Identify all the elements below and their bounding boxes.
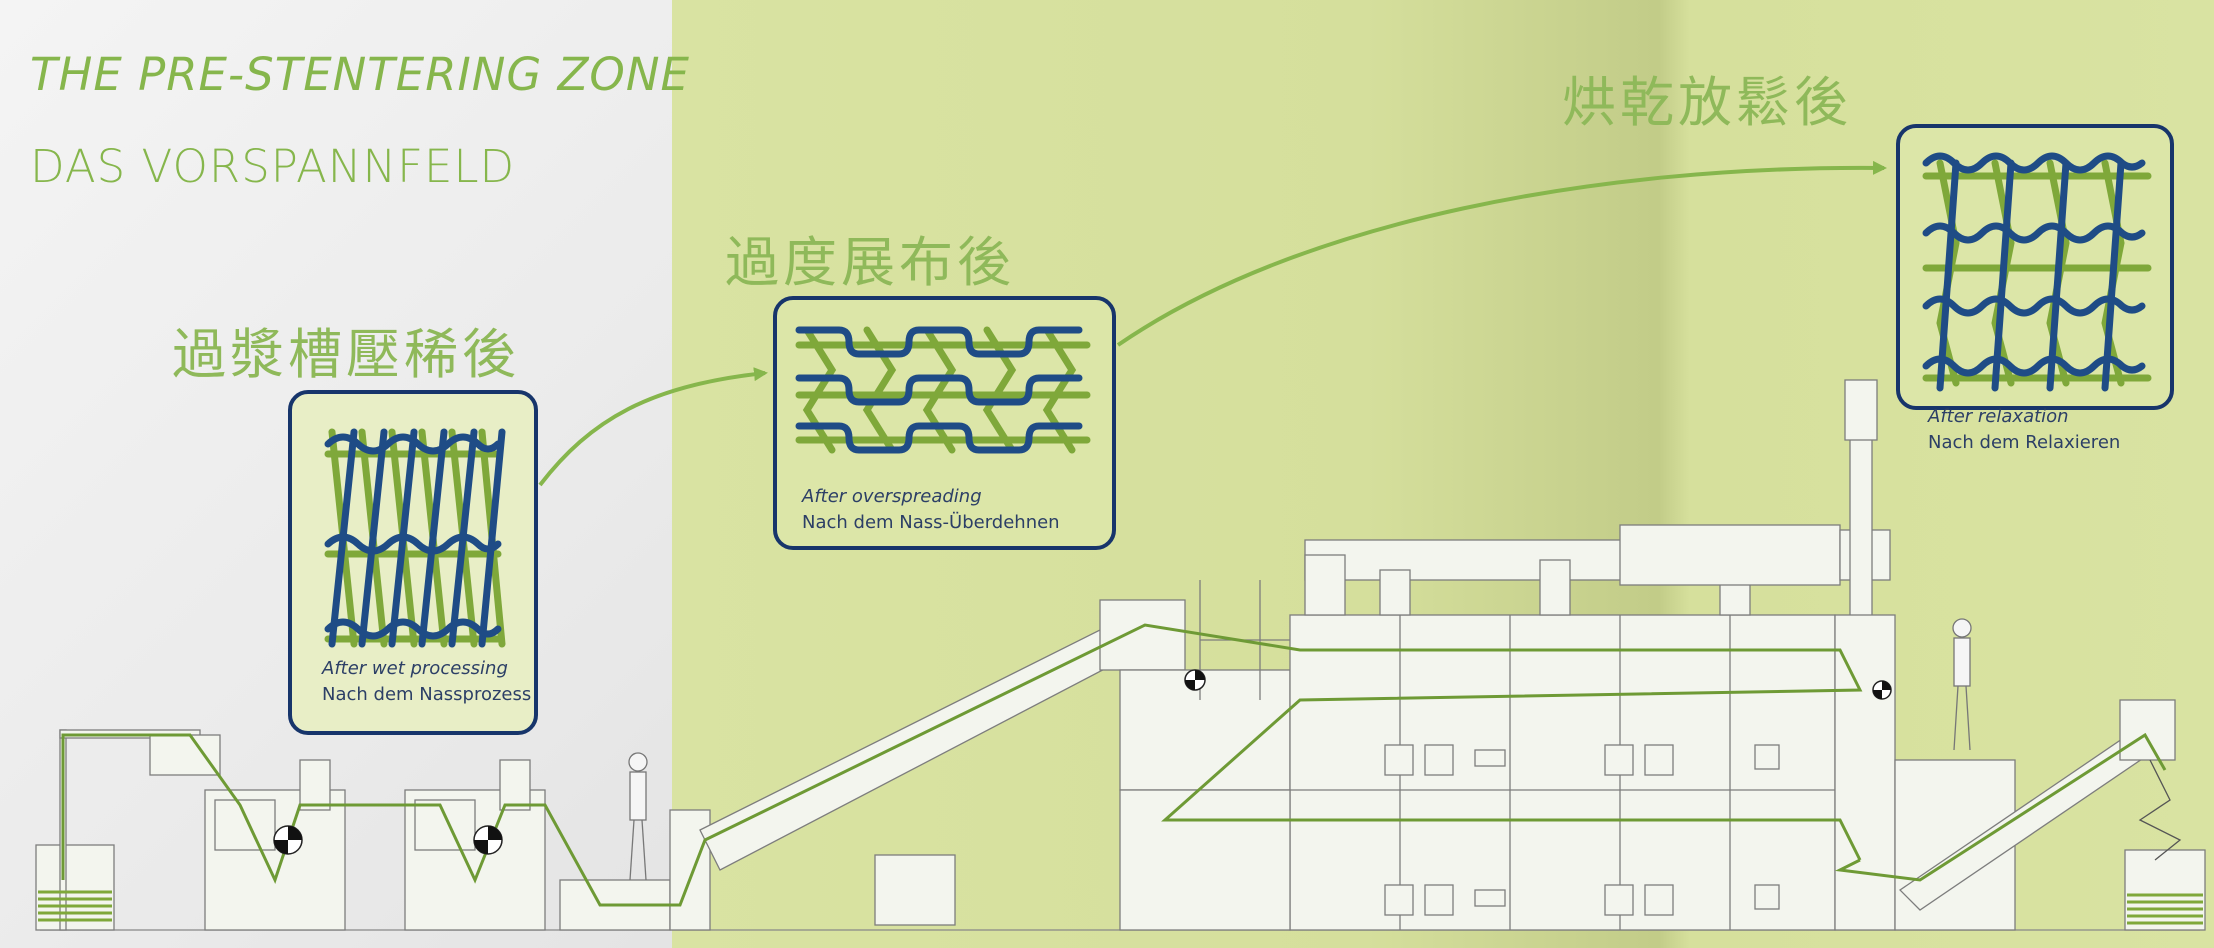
stage-3-chinese-label: 烘乾放鬆後 [1562, 71, 1852, 134]
stage-2-knit-illustration [795, 326, 1091, 454]
stage-3-caption-english: After relaxation [1928, 406, 2069, 427]
stage-1-caption: After wet processing Nach dem Nassprozes… [322, 656, 531, 708]
process-arrow-2 [1116, 160, 1887, 347]
stage-1-caption-english: After wet processing [322, 658, 508, 679]
heading-english: THE PRE-STENTERING ZONE [30, 48, 690, 101]
stage-2-caption: After overspreading Nach dem Nass-Überde… [802, 484, 1060, 536]
stage-2-caption-german: Nach dem Nass-Überdehnen [802, 512, 1060, 533]
stage-1-knit-illustration [324, 428, 506, 648]
stage-2-caption-english: After overspreading [802, 486, 982, 507]
heading-german: DAS VORSPANNFELD [30, 140, 516, 193]
stage-3-caption-german: Nach dem Relaxieren [1928, 432, 2121, 453]
process-arrow-1 [538, 367, 768, 487]
stage-3-knit-illustration [1922, 152, 2152, 392]
stage-1-box: After wet processing Nach dem Nassprozes… [288, 390, 538, 735]
stage-3-caption: After relaxation Nach dem Relaxieren [1928, 404, 2120, 456]
stage-2-chinese-label: 過度展布後 [725, 231, 1015, 294]
stage-1-chinese-label: 過漿槽壓稀後 [172, 323, 520, 386]
stage-1-caption-german: Nach dem Nassprozess [322, 684, 532, 705]
stage-3-box [1896, 124, 2174, 410]
stage-2-box: After overspreading Nach dem Nass-Überde… [773, 296, 1116, 550]
